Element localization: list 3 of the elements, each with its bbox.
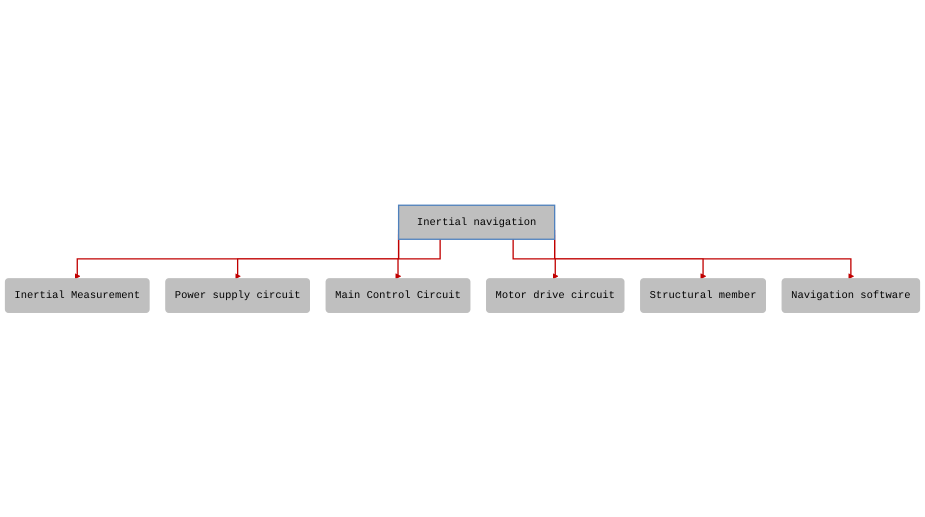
arrow (512, 238, 558, 279)
node-box: Inertial navigation (398, 204, 556, 240)
arrow (395, 238, 441, 279)
